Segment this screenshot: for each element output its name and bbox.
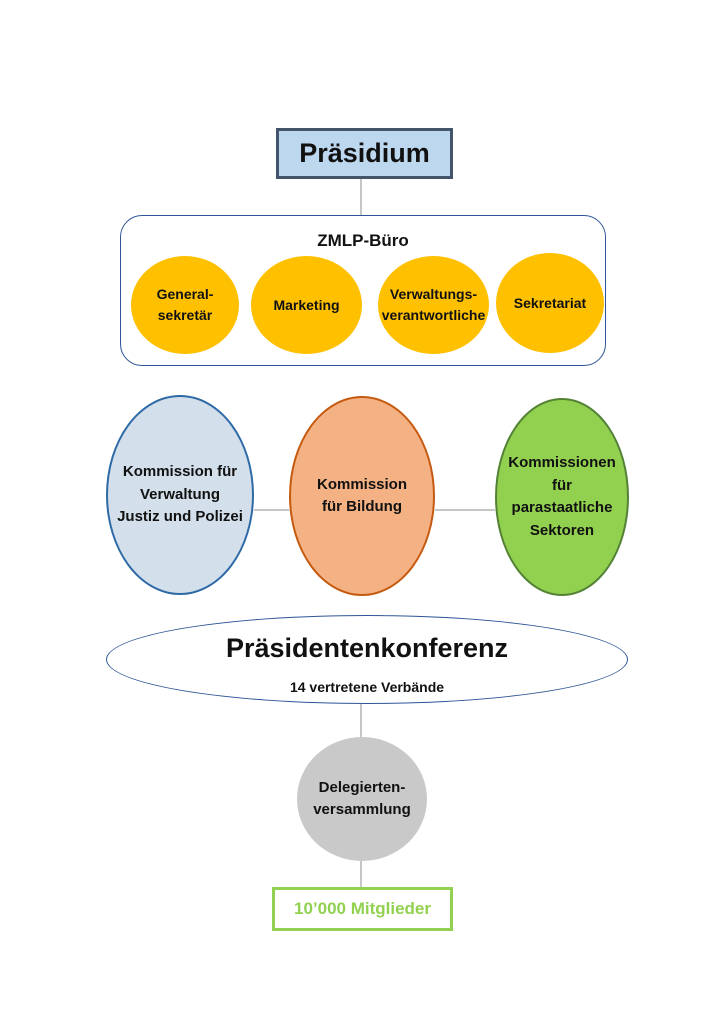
kommissionen-parastaatliche-sektoren: Kommissionen für parastaatliche Sektoren xyxy=(495,398,629,596)
praesidentenkonferenz-title: Präsidentenkonferenz xyxy=(225,632,509,663)
mitglieder-box: 10’000 Mitglieder xyxy=(272,887,453,931)
delegiertenversammlung-circle: Delegierten- versammlung xyxy=(297,737,427,861)
kommission-verwaltung-justiz-polizei: Kommission für Verwaltung Justiz und Pol… xyxy=(106,395,254,595)
unit-generalsekretaer: General- sekretär xyxy=(131,256,239,354)
praesidium-box: Präsidium xyxy=(276,128,453,179)
praesidentenkonferenz-subtitle: 14 vertretene Verbände xyxy=(289,679,445,695)
praesidentenkonferenz-ellipse xyxy=(106,615,628,704)
unit-marketing: Marketing xyxy=(251,256,362,354)
kommission-bildung: Kommission für Bildung xyxy=(289,396,435,596)
unit-verwaltungsverantwortliche: Verwaltungs- verantwortliche xyxy=(378,256,489,354)
unit-sekretariat: Sekretariat xyxy=(496,253,604,353)
zmlp-buero-title: ZMLP-Büro xyxy=(317,231,409,250)
